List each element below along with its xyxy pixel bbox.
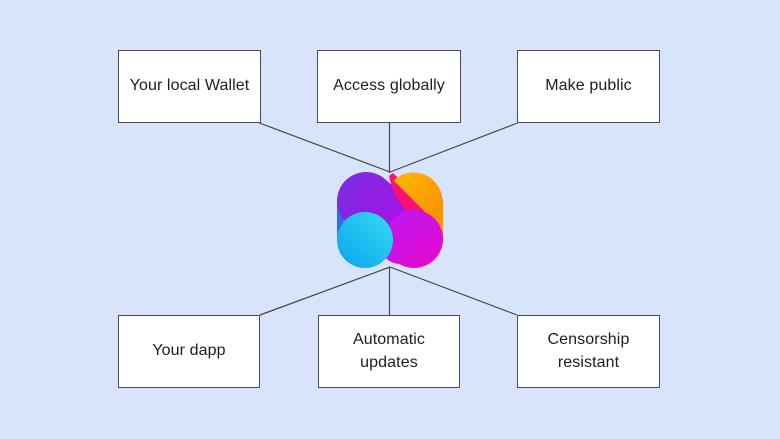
connector-bottom-right — [389, 266, 518, 316]
node-censorship-resistant: Censorship resistant — [517, 315, 660, 388]
node-label: Your local Wallet — [129, 77, 250, 95]
node-label: Censorship resistant — [547, 330, 630, 371]
logo-orange-half-disk — [393, 172, 443, 222]
connector-bottom-left — [259, 266, 391, 316]
logo-magenta-circle — [385, 210, 443, 268]
node-your-local-wallet: Your local Wallet — [118, 50, 261, 123]
connector-top-left — [259, 122, 391, 173]
logo-cyan-circle — [337, 212, 393, 268]
node-label: Make public — [545, 77, 632, 95]
node-your-dapp: Your dapp — [118, 315, 260, 388]
node-access-globally: Access globally — [317, 50, 461, 123]
node-label: Automatic updates — [352, 330, 426, 371]
node-label: Access globally — [333, 77, 445, 95]
connector-top-right — [389, 122, 518, 173]
fission-logo-icon — [337, 172, 443, 268]
node-automatic-updates: Automatic updates — [318, 315, 460, 388]
node-make-public: Make public — [517, 50, 660, 123]
node-label: Your dapp — [152, 342, 226, 360]
